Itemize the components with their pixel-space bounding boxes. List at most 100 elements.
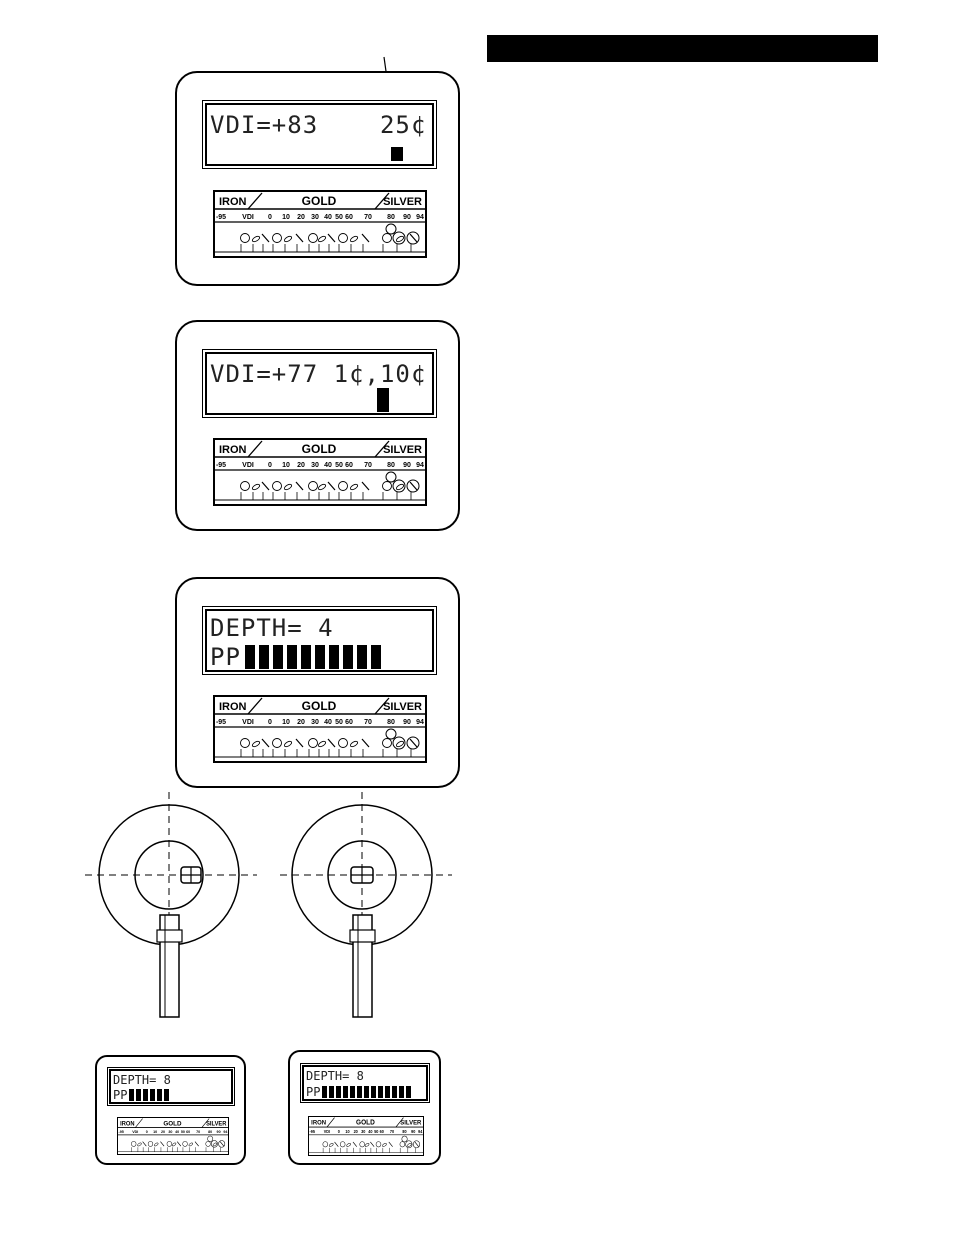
lcd-line-2: PP — [113, 1088, 128, 1102]
scale-tick-label: -95 — [216, 719, 226, 726]
scale-tick-label: 94 — [223, 1130, 228, 1134]
scale-tick-label: 94 — [416, 719, 424, 726]
target-nail-icon — [409, 233, 418, 243]
pp-segment — [150, 1089, 155, 1101]
target-ring-icon — [349, 235, 359, 243]
lcd-line-1: VDI=+83 25¢ — [210, 111, 427, 139]
search-coil-left — [85, 792, 257, 1018]
small-lcd-left: DEPTH= 8 PP — [107, 1067, 235, 1106]
target-coin-icon — [205, 1141, 211, 1147]
pp-segment — [136, 1089, 141, 1101]
scale-tick-label: 0 — [268, 719, 272, 726]
target-ring-icon — [283, 483, 293, 491]
lcd-line-1: VDI=+77 1¢,10¢ — [210, 360, 427, 388]
target-nail-icon — [361, 233, 370, 243]
target-ring-icon — [349, 483, 359, 491]
scale-tick-label: 50 — [335, 214, 343, 221]
scale-tick-label: -95 — [216, 462, 226, 469]
target-coin-icon — [147, 1141, 154, 1147]
target-nail-icon — [295, 738, 304, 748]
target-coin-icon — [272, 481, 282, 491]
target-ring-icon — [382, 1143, 387, 1147]
target-ring-icon — [283, 740, 293, 748]
pp-segment — [129, 1089, 134, 1101]
target-nail-icon — [194, 1141, 199, 1147]
target-coin-icon — [240, 738, 250, 748]
target-coin-icon — [405, 1140, 413, 1149]
target-ring-icon — [317, 740, 327, 748]
scale-tick-label: 20 — [297, 719, 305, 726]
target-coin-icon — [182, 1141, 188, 1147]
pp-segment — [164, 1089, 169, 1101]
scale-tick-label: 10 — [153, 1130, 157, 1134]
scale-tick-label: 94 — [416, 462, 424, 469]
scale-label-iron: IRON — [120, 1121, 134, 1127]
pinpoint-bar-graph — [322, 1086, 413, 1098]
target-coin-icon — [382, 738, 392, 748]
pp-segment — [392, 1086, 397, 1098]
scale-tick-label: 70 — [364, 214, 372, 221]
target-ring-icon — [137, 1142, 142, 1147]
scale-tick-label: 30 — [361, 1129, 366, 1134]
target-coin-icon — [401, 1135, 408, 1143]
scale-tick-label: 10 — [282, 719, 290, 726]
scale-tick-label: 10 — [345, 1129, 350, 1134]
scale-label-iron: IRON — [219, 196, 247, 208]
scale-label-silver: SILVER — [383, 196, 422, 208]
lcd-cursor — [377, 388, 389, 412]
target-nail-icon — [295, 233, 304, 243]
lcd-line-2: PP — [210, 643, 241, 671]
scale-tick-label: 40 — [175, 1130, 179, 1134]
scale-tick-label: 80 — [387, 214, 395, 221]
target-coin-icon — [131, 1141, 137, 1147]
scale-tick-label: 90 — [411, 1129, 416, 1134]
target-nail-icon — [388, 1141, 393, 1147]
lcd-screen-3: DEPTH= 4 PP — [202, 606, 437, 675]
section-header-bar — [487, 35, 878, 62]
target-coin-icon — [385, 223, 397, 235]
target-nail-icon — [361, 738, 370, 748]
scale-tick-label: 40 — [324, 719, 332, 726]
small-lcd-right: DEPTH= 8 PP — [300, 1063, 430, 1103]
target-nail-icon — [327, 233, 336, 243]
pp-segment — [329, 645, 339, 669]
target-coin-icon — [308, 738, 318, 748]
scale-tick-label: 0 — [146, 1130, 148, 1134]
scale-tick-label: 60 — [345, 719, 353, 726]
scale-label-gold: GOLD — [302, 442, 337, 456]
scale-tick-label: 20 — [297, 214, 305, 221]
scale-tick-label: -95 — [310, 1129, 316, 1134]
scale-tick-label: 10 — [282, 214, 290, 221]
target-coin-icon — [207, 1135, 214, 1142]
target-nail-icon — [409, 481, 418, 491]
pp-segment — [399, 1086, 404, 1098]
target-coin-icon — [338, 738, 348, 748]
scale-tick-label: 50 — [335, 462, 343, 469]
pp-segment — [157, 1089, 162, 1101]
target-coin-icon — [392, 231, 406, 245]
scale-tick-label: 90 — [403, 462, 411, 469]
scale-tick-label: VDI — [242, 462, 254, 469]
pp-segment — [315, 645, 325, 669]
target-coin-icon — [392, 479, 406, 493]
scale-tick-label: 70 — [196, 1130, 200, 1134]
target-ring-icon — [407, 1143, 412, 1147]
lcd-line-1: DEPTH= 8 — [306, 1069, 364, 1083]
scale-tick-label: 0 — [268, 462, 272, 469]
pp-segment — [378, 1086, 383, 1098]
target-ring-icon — [364, 1143, 370, 1147]
scale-label-gold: GOLD — [163, 1120, 181, 1127]
target-coin-icon — [210, 1140, 218, 1148]
target-nail-icon — [219, 1141, 225, 1147]
pinpoint-bar-graph — [245, 645, 385, 669]
scale-label-silver: SILVER — [383, 701, 422, 713]
target-ring-icon — [251, 483, 261, 491]
pp-segment — [245, 645, 255, 669]
